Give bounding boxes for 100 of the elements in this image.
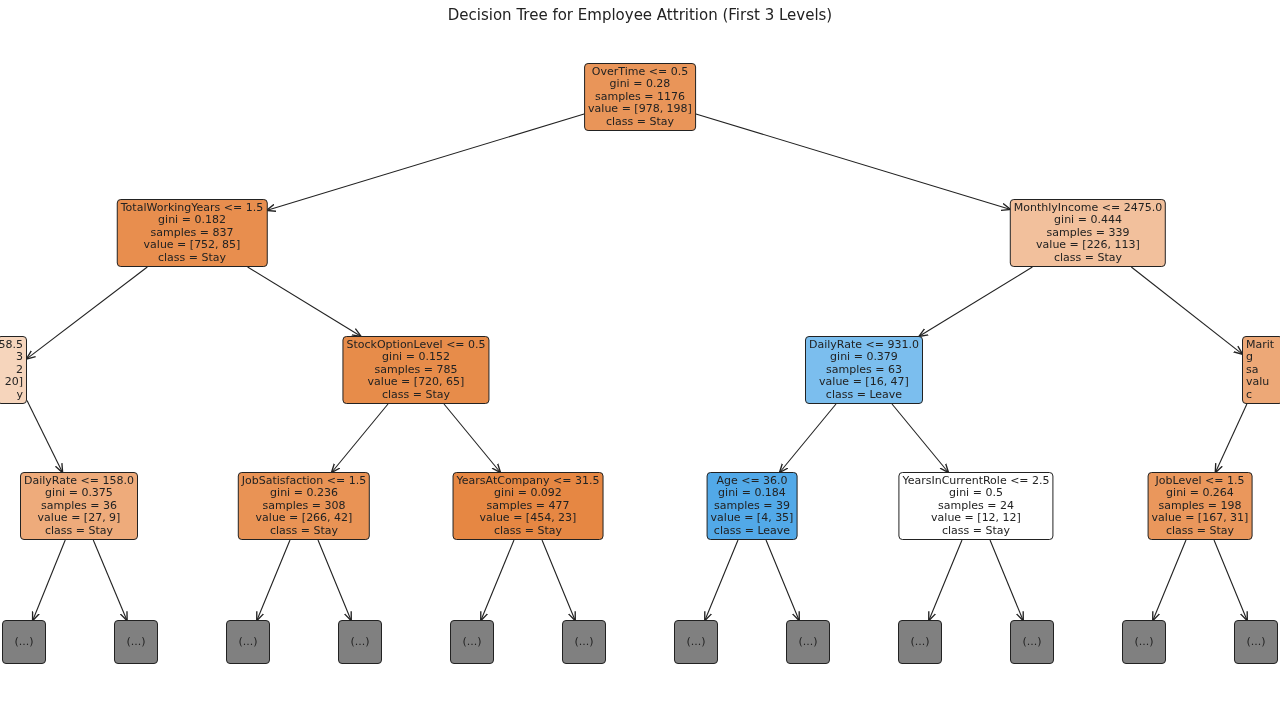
arrow [704,539,739,622]
arrow [317,539,352,622]
node-text: value = [226, 113] [1036,239,1140,252]
tree-node-box [805,336,923,404]
node-text: value = [4, 35] [710,512,794,525]
node-text: samples = 477 [486,499,570,513]
node-text: value = [167, 31] [1151,512,1249,525]
arrow [1213,539,1248,622]
node-text: samples = 785 [374,363,458,377]
collapsed-node-box [786,620,830,664]
arrow [928,539,963,622]
node-text: sa [1246,363,1259,377]
collapsed-node-box [1122,620,1166,664]
node-text: y [16,388,23,402]
node-text: value = [16, 47] [819,376,909,389]
node-text: MonthlyIncome <= 2475.0 [1013,201,1163,215]
node-text: samples = 837 [150,226,234,240]
collapsed-node-box [674,620,718,664]
chart-title: Decision Tree for Employee Attrition (First 3 Levels) [446,6,834,24]
node-text: samples = 39 [714,499,790,513]
node-text: (...) [462,635,482,649]
arrow [247,266,362,338]
node-text: class = Leave [713,524,791,538]
arrow [330,403,389,474]
node-text: value = [454, 23] [479,512,577,525]
tree-node-box [237,472,371,540]
arrow [778,403,837,474]
node-text: JobSatisfaction <= 1.5 [241,474,367,488]
node-text: gini = 0.375 [45,487,113,500]
arrow [480,539,515,622]
node-text: value = [266, 42] [255,512,353,525]
node-text: class = Leave [825,388,903,402]
tree-node-box [898,472,1054,540]
node-text: class = Stay [381,388,451,402]
tree-node-box [0,336,27,404]
node-text: StockOptionLevel <= 0.5 [346,338,486,352]
node-text: samples = 24 [938,499,1014,513]
tree-node-box [1147,472,1253,540]
node-text: gini = 0.236 [270,487,338,500]
tree-node-box [452,472,604,540]
node-text: (...) [574,635,594,649]
node-text: samples = 308 [262,499,346,513]
node-text: samples = 36 [41,499,117,513]
node-text: value = [720, 65] [367,376,465,389]
node-text: gini = 0.092 [494,487,562,500]
node-text: class = Stay [44,524,113,538]
arrow [1214,403,1248,474]
tree-node-box [1242,336,1280,404]
node-text: (...) [686,635,706,649]
node-text: samples = 63 [826,363,902,377]
collapsed-node-box [450,620,494,664]
arrow [695,113,1012,211]
node-text: YearsInCurrentRole <= 2.5 [902,474,1050,488]
collapsed-node-box [562,620,606,664]
node-text: Age <= 36.0 [716,474,788,488]
node-text: gini = 0.379 [830,351,898,364]
node-text: class = Stay [157,251,227,265]
node-text: valu [1246,376,1270,389]
arrow [918,266,1033,338]
arrow [256,539,291,622]
arrow [1152,539,1187,622]
node-text: 20] [4,376,23,389]
arrow [1130,266,1244,356]
collapsed-node-box [114,620,158,664]
arrow [765,539,800,622]
collapsed-node-box [1234,620,1278,664]
arrow [989,539,1024,622]
node-text: class = Stay [1053,251,1123,265]
arrow [443,403,502,474]
node-text: value = [27, 9] [37,512,121,525]
node-text: (...) [798,635,818,649]
tree-node-box [706,472,798,540]
node-text: (...) [1246,635,1266,649]
collapsed-node-box [898,620,942,664]
node-text: class = Stay [605,115,674,129]
tree-node-box [116,199,268,267]
node-text: class = Stay [269,524,339,538]
node-text: (...) [350,635,370,649]
arrow [891,403,950,474]
node-text: 58.5 [0,338,23,352]
node-text: (...) [14,635,34,649]
collapsed-node-box [2,620,46,664]
node-text: gini = 0.264 [1166,487,1234,500]
node-text: gini = 0.28 [609,78,671,91]
node-text: class = Stay [1165,524,1234,538]
node-text: samples = 198 [1158,499,1242,513]
node-text: gini = 0.182 [158,214,226,227]
node-text: (...) [238,635,258,649]
node-text: JobLevel <= 1.5 [1155,474,1245,488]
node-text: (...) [910,635,930,649]
node-text: value = [752, 85] [143,239,241,252]
node-text: Marit [1246,338,1275,352]
arrow [265,113,585,212]
collapsed-node-box [1010,620,1054,664]
node-text: TotalWorkingYears <= 1.5 [120,201,264,215]
node-text: value = [12, 12] [931,512,1021,525]
node-text: (...) [126,635,146,649]
node-text: YearsAtCompany <= 31.5 [456,474,600,488]
node-text: class = Stay [941,524,1011,538]
arrow [25,266,148,360]
